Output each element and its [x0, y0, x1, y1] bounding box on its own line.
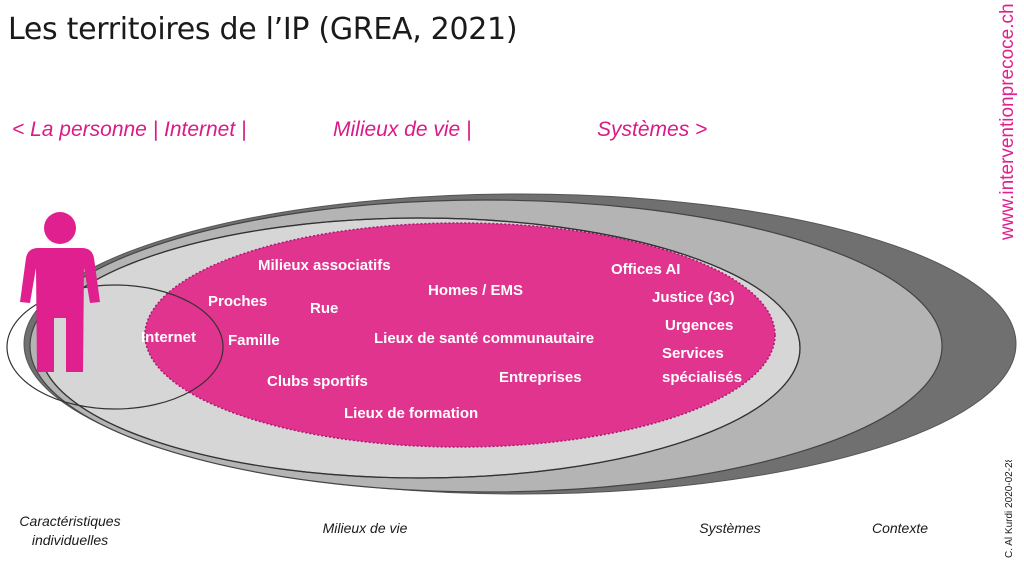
place-lieux-formation: Lieux de formation — [344, 405, 478, 422]
territory-person-internet: < La personne | Internet | — [12, 118, 247, 141]
bottom-label-individual-line1: Caractéristiques — [19, 513, 121, 529]
system-urgences: Urgences — [665, 317, 733, 334]
system-services: Services — [662, 345, 724, 362]
website-url[interactable]: www.interventionprecoce.ch — [977, 0, 1024, 245]
bottom-label-individual-line2: individuelles — [31, 532, 109, 548]
territory-living-environments: Milieux de vie | — [333, 118, 472, 141]
places-ellipse — [144, 222, 776, 448]
bottom-label-milieux: Milieux de vie — [322, 520, 408, 536]
place-milieux-associatifs: Milieux associatifs — [258, 257, 391, 274]
place-lieux-sante: Lieux de santé communautaire — [374, 330, 594, 347]
place-homes-ems: Homes / EMS — [428, 282, 523, 299]
internet-ellipse — [6, 284, 224, 410]
person-icon — [20, 212, 100, 372]
author-credit: C. Al Kurdi 2020-02-28 — [1004, 460, 1015, 558]
author-credit-text: C. Al Kurdi 2020-02-28 — [1004, 460, 1015, 558]
system-justice: Justice (3c) — [652, 289, 735, 306]
system-offices-ai: Offices AI — [611, 261, 680, 278]
territory-systems: Systèmes > — [597, 118, 708, 141]
bottom-label-contexte: Contexte — [871, 520, 929, 536]
bottom-label-individual: Caractéristiques individuelles — [0, 512, 140, 550]
slide-title: Les territoires de l’IP (GREA, 2021) — [8, 12, 518, 47]
internet-label: Internet — [141, 329, 196, 346]
place-entreprises: Entreprises — [499, 369, 582, 386]
bottom-label-systemes: Systèmes — [699, 520, 761, 536]
place-famille: Famille — [228, 332, 280, 349]
place-proches: Proches — [208, 293, 267, 310]
website-url-text[interactable]: www.interventionprecoce.ch — [997, 3, 1018, 241]
place-rue: Rue — [310, 300, 338, 317]
system-specialises: spécialisés — [662, 369, 742, 386]
place-clubs-sportifs: Clubs sportifs — [267, 373, 368, 390]
